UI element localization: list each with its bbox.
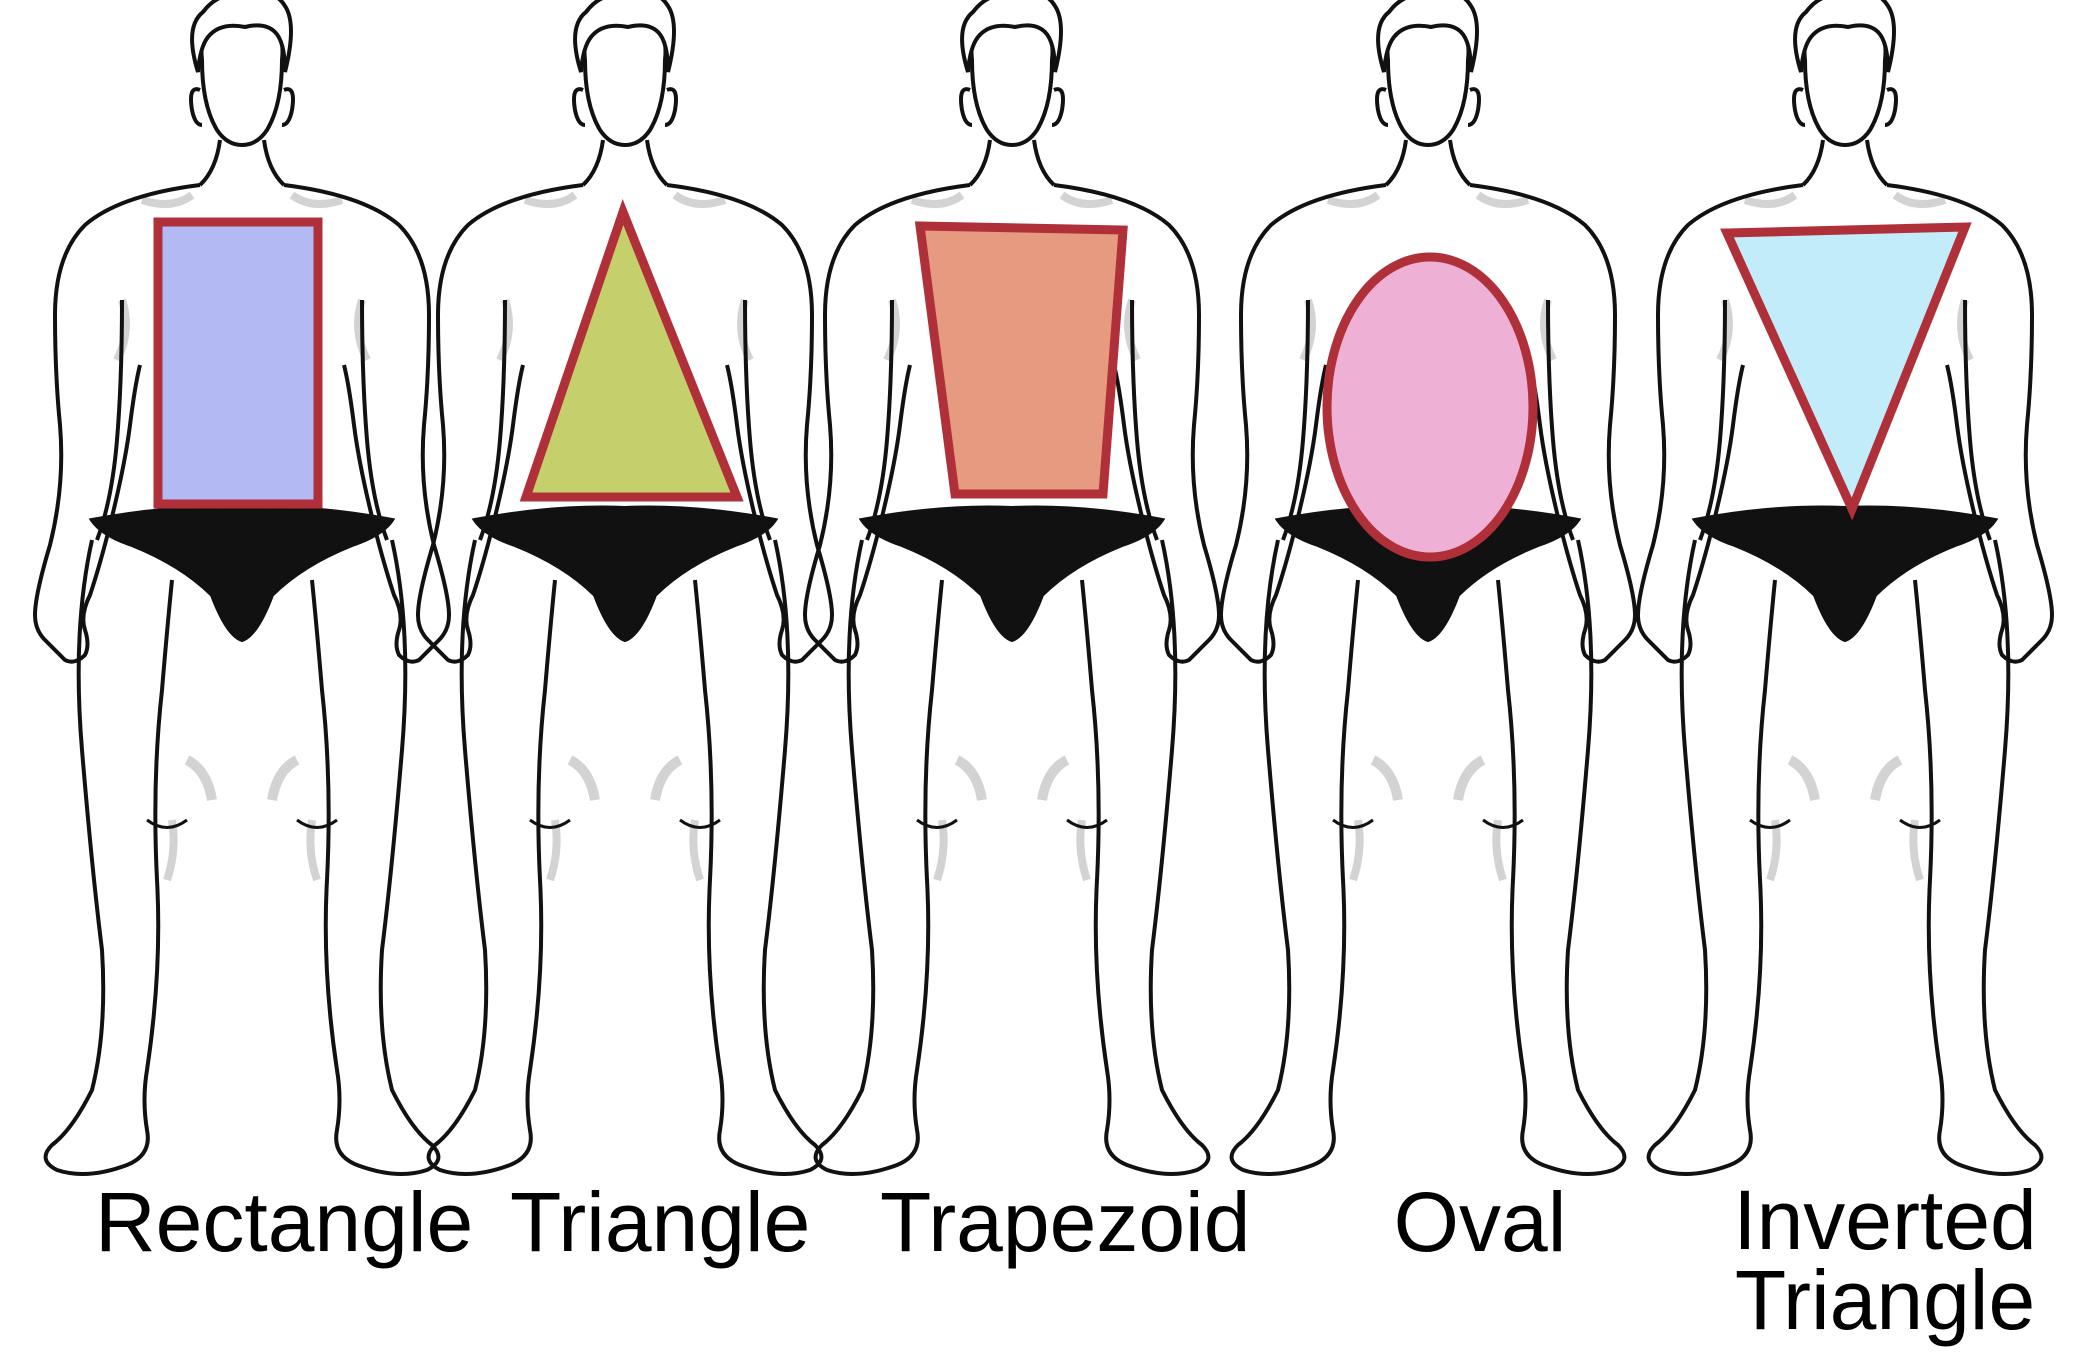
man-silhouette-2	[418, 0, 832, 1174]
label-inverted-line1: Inverted	[1733, 1173, 2037, 1267]
figure-triangle	[418, 0, 832, 1174]
oval-shape	[1322, 252, 1538, 562]
man-silhouette-3	[805, 0, 1219, 1174]
label-inverted-line2: Triangle	[1734, 1253, 2036, 1347]
triangle-shape	[519, 199, 744, 502]
figure-oval	[1221, 0, 1635, 1174]
label-triangle: Triangle	[510, 1175, 811, 1269]
label-rectangle: Rectangle	[95, 1175, 474, 1269]
man-silhouette-5	[1638, 0, 2052, 1174]
rectangle-shape	[153, 217, 323, 509]
man-silhouette-4	[1221, 0, 1635, 1174]
label-trapezoid: Trapezoid	[880, 1175, 1251, 1269]
figure-trapezoid	[805, 0, 1219, 1174]
label-oval: Oval	[1393, 1175, 1567, 1269]
figure-rectangle	[35, 0, 449, 1174]
trapezoid-shape	[914, 221, 1128, 499]
label-inverted-triangle: Inverted Triangle	[1720, 1173, 2050, 1347]
inverted-triangle-shape	[1720, 222, 1972, 521]
figure-inverted-triangle	[1638, 0, 2052, 1174]
man-silhouette-1	[35, 0, 449, 1174]
